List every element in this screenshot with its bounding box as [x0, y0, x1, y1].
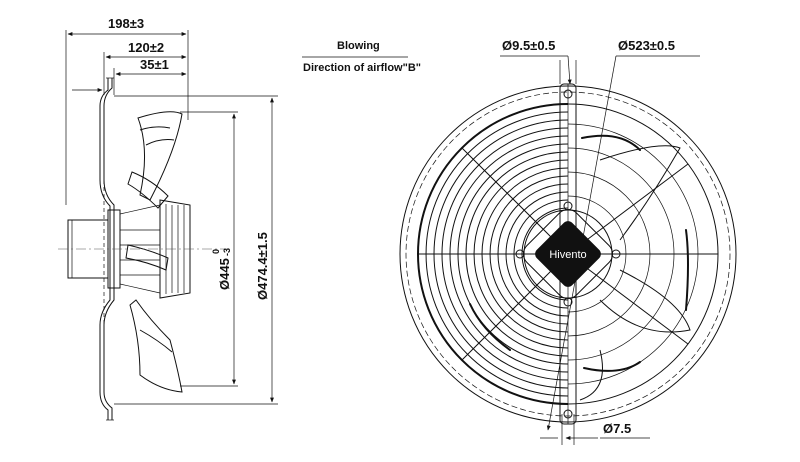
- hub: Hivento: [515, 201, 621, 307]
- overall-depth-label: 198±3: [108, 16, 144, 31]
- blade-diameter-tol-lower: -3: [222, 248, 232, 256]
- motor-depth-label: 120±2: [128, 40, 164, 55]
- hole-diameter-label: Ø9.5±0.5: [502, 38, 555, 53]
- airflow-note: Blowing Direction of airflow"B": [302, 40, 421, 74]
- flange-diameter-label: Ø474.4±1.5: [255, 232, 270, 300]
- front-view: Ø9.5±0.5 Ø523±0.5 Ø7.5: [399, 38, 737, 445]
- airflow-note-line1: Blowing: [337, 40, 380, 52]
- side-view: 198±3 120±2 35±1: [58, 16, 278, 421]
- mounting-ring-profile: [99, 77, 115, 421]
- logo-plate: [535, 221, 601, 287]
- outer-diameter-label: Ø523±0.5: [618, 38, 675, 53]
- blade-diameter-tol-upper: 0: [211, 249, 221, 254]
- blade-diameter-label: Ø445: [217, 258, 232, 290]
- depth-dimensions: 198±3 120±2 35±1: [65, 16, 189, 205]
- front-dimensions: Ø9.5±0.5 Ø523±0.5 Ø7.5: [500, 38, 700, 445]
- diameter-dimensions: Ø445 0 -3 Ø474.4±1.5: [114, 95, 278, 405]
- blade-profile: [125, 111, 183, 393]
- blade-slots: [469, 134, 691, 401]
- flange-depth-label: 35±1: [140, 57, 169, 72]
- slot-diameter-label: Ø7.5: [603, 421, 631, 436]
- airflow-note-line2: Direction of airflow"B": [303, 62, 421, 74]
- brand-logo: Hivento: [549, 249, 586, 261]
